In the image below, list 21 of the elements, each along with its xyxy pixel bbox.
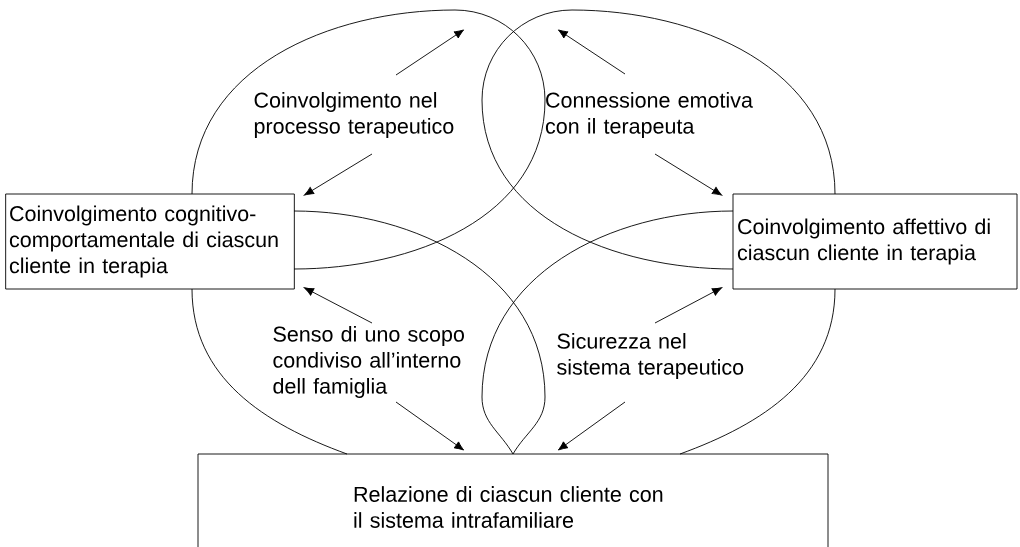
label-text: Coinvolgimento nel processo terapeutico [254,92,454,139]
arrow [654,287,722,324]
label-text: Sicurezza nel sistema terapeutico [557,333,744,380]
arrow [557,29,626,75]
curved-line [191,288,348,455]
curved-line [679,288,836,455]
arrow [304,153,373,196]
arrow [557,401,626,451]
curved-line [481,9,836,270]
arrow [395,29,465,76]
text-box: Coinvolgimento affettivo di ciascun cliente in terapia [732,193,1018,290]
label-text: Connessione emotiva con il terapeuta [545,92,753,139]
curved-line [191,9,546,270]
arrow [304,287,373,324]
text-box: Coinvolgimento cognitivo-comportamentale di ciascun cliente in terapia [5,193,295,290]
arrow [654,153,722,196]
curved-line [293,210,546,455]
label-text: Senso di uno scopo condiviso all’interno dell famiglia [273,326,464,399]
arrow [395,401,465,451]
curved-line [481,210,734,455]
text-box: Relazione di ciascun cliente con il sistema intrafamiliare [197,453,829,547]
